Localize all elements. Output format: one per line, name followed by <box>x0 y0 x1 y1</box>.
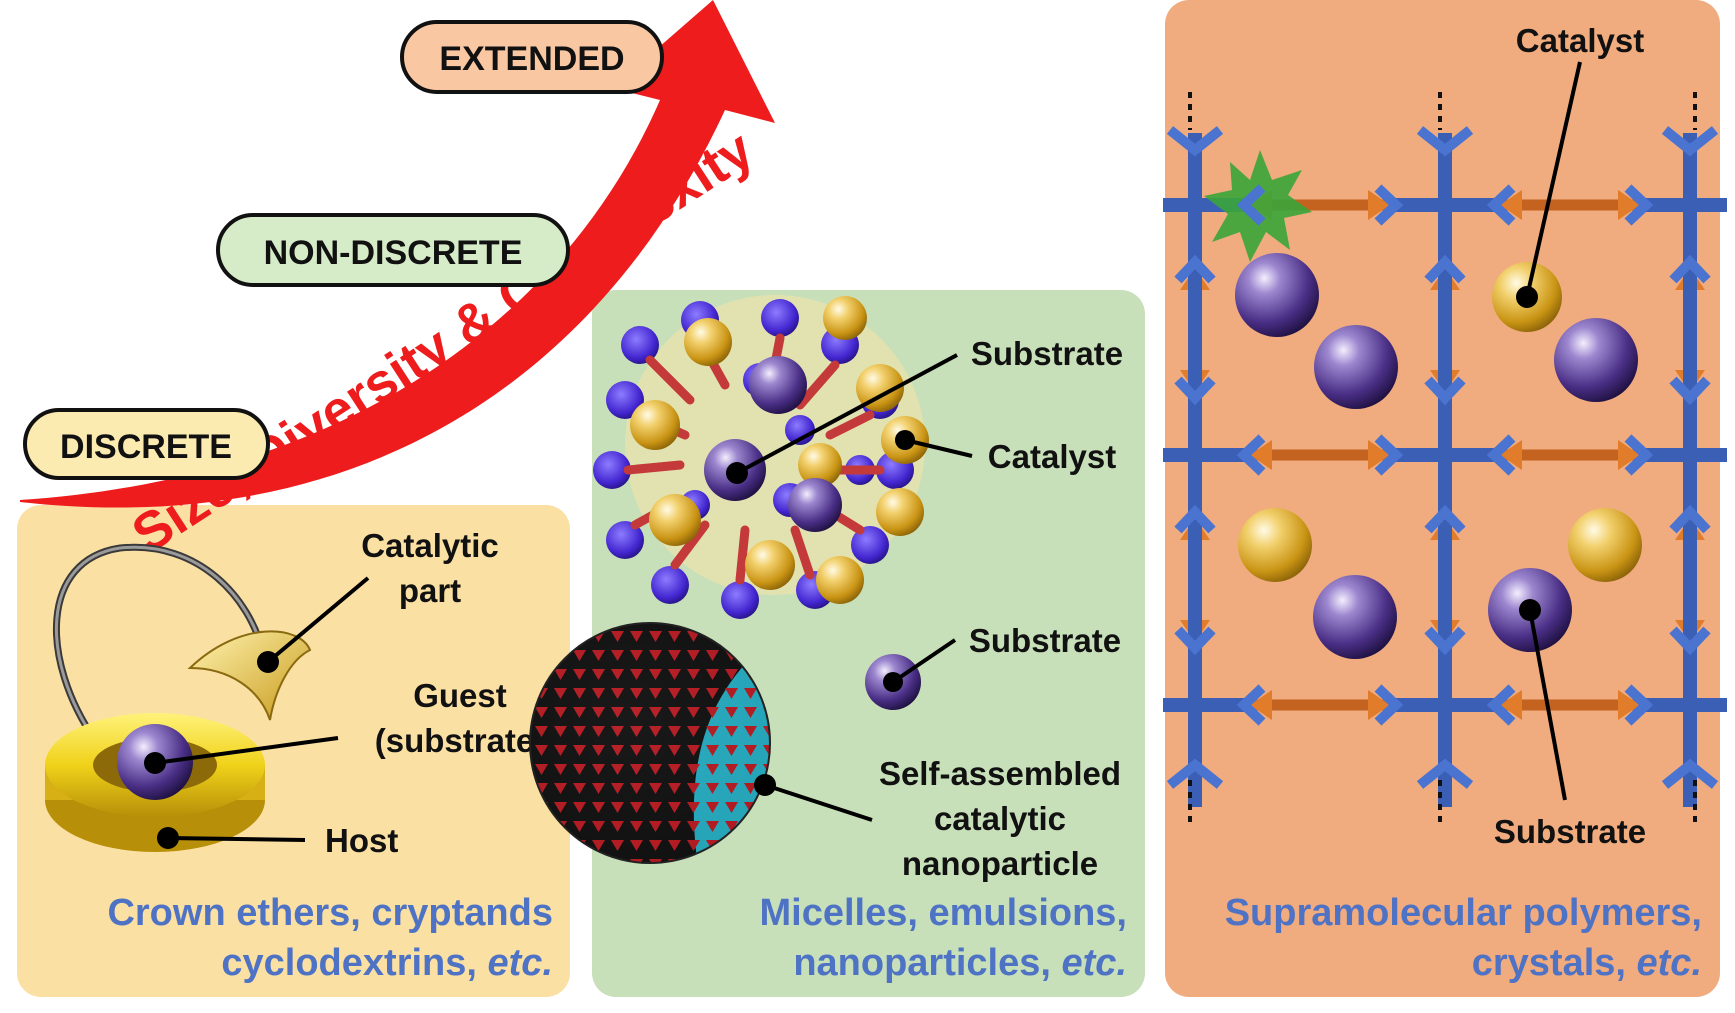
pill-discrete-label: DISCRETE <box>60 428 232 466</box>
pill-nondiscrete: NON-DISCRETE <box>216 213 570 287</box>
label-nano-3: nanoparticle <box>902 845 1098 882</box>
pill-nondiscrete-label: NON-DISCRETE <box>264 234 523 272</box>
label-nano-1: Self-assembled <box>879 755 1121 792</box>
leaders-panel-discrete <box>154 576 370 842</box>
label-catalytic-2: part <box>399 572 461 609</box>
growth-arrow <box>20 0 775 508</box>
caption-discrete-1: Crown ethers, cryptands <box>107 892 553 934</box>
caption-nondiscrete-1: Micelles, emulsions, <box>760 892 1127 934</box>
framework-illustration <box>1163 92 1727 825</box>
label-catalytic-1: Catalytic <box>361 527 499 564</box>
nanoparticle-illustration <box>529 622 771 864</box>
caption-nondiscrete-2: nanoparticles, etc. <box>793 942 1127 984</box>
caption-discrete-2: cyclodextrins, etc. <box>221 942 553 984</box>
label-guest-1: Guest <box>413 677 507 714</box>
leaders-panel-extended <box>1525 61 1582 801</box>
label-substrate-free: Substrate <box>969 622 1121 659</box>
micelle-illustration <box>593 295 929 619</box>
label-substrate-framework: Substrate <box>1494 813 1646 850</box>
active-site-burst <box>1204 150 1312 262</box>
panel-discrete <box>17 505 570 997</box>
leaders-panel-nondiscrete <box>736 353 973 822</box>
pill-extended-label: EXTENDED <box>439 40 624 78</box>
caption-extended-2: crystals, etc. <box>1472 942 1702 984</box>
pill-discrete: DISCRETE <box>23 408 270 480</box>
label-catalyst-micelle: Catalyst <box>988 438 1116 475</box>
pill-extended: EXTENDED <box>400 20 664 94</box>
label-catalyst-framework: Catalyst <box>1516 22 1644 59</box>
caption-extended-1: Supramolecular polymers, <box>1225 892 1702 934</box>
label-host: Host <box>325 822 398 859</box>
label-substrate-micelle: Substrate <box>971 335 1123 372</box>
label-nano-2: catalytic <box>934 800 1066 837</box>
label-guest-2: (substrate) <box>375 722 546 759</box>
